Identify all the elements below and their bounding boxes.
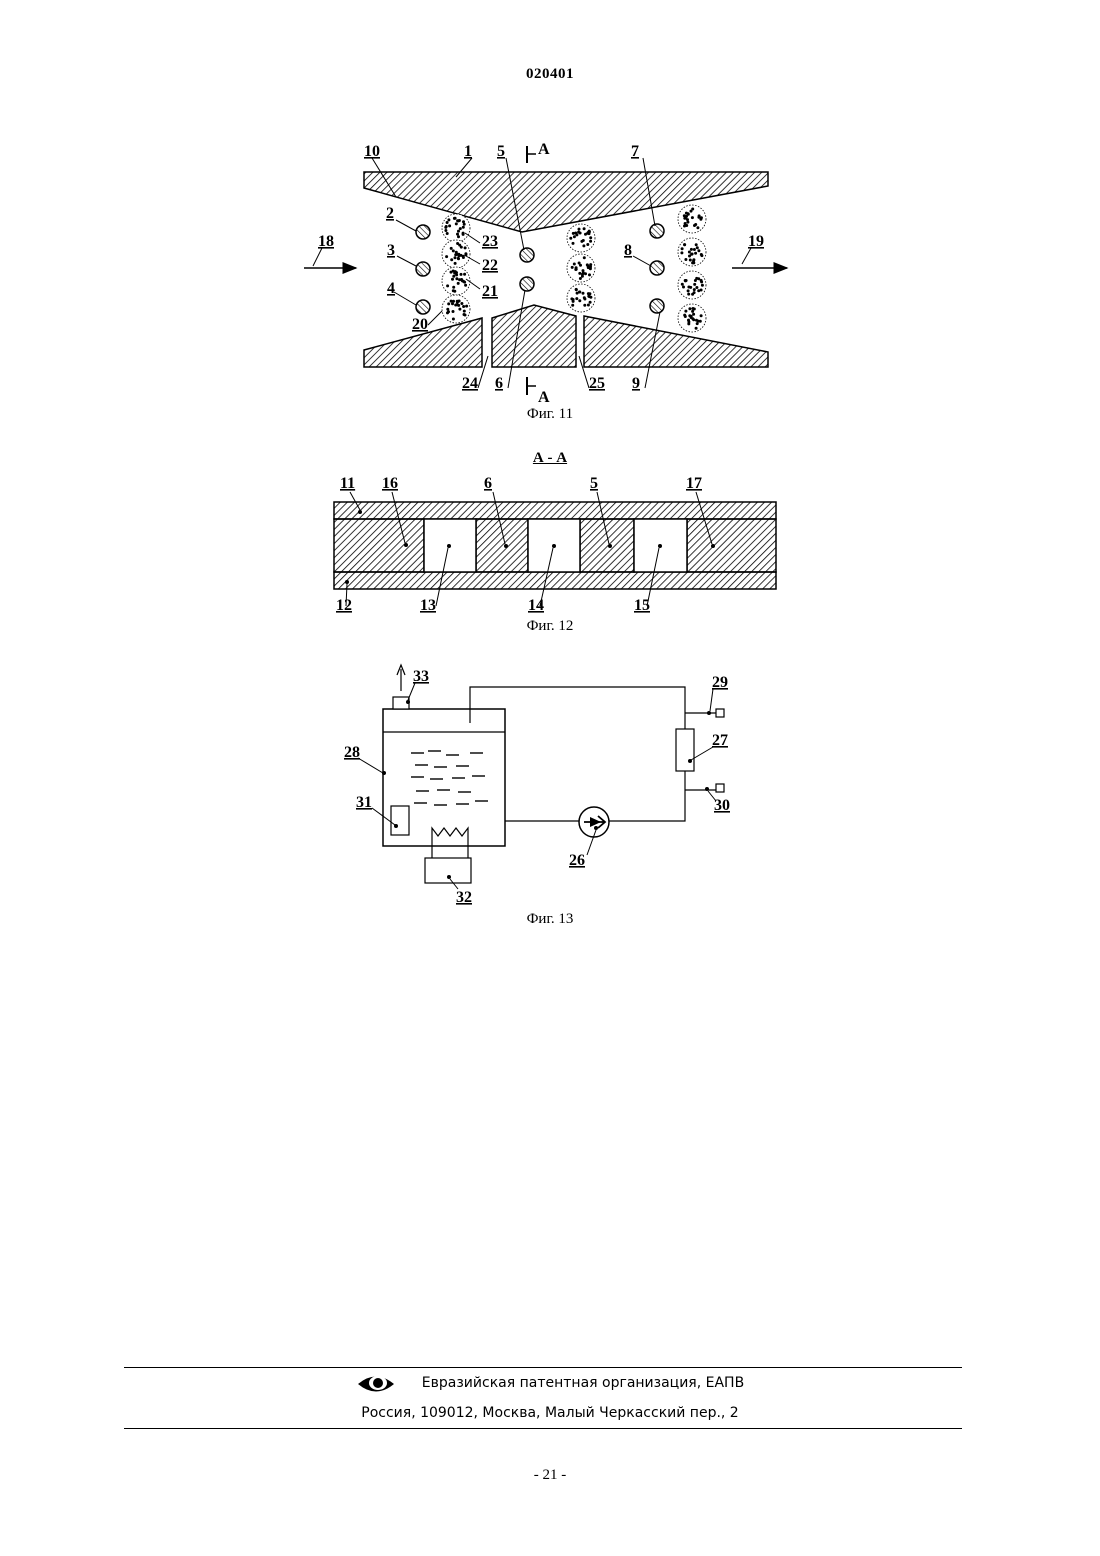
figure-12-caption: Фиг. 12: [0, 618, 1100, 635]
section-mark-top: A: [538, 141, 550, 158]
reference-numeral-10: 10: [364, 143, 380, 160]
reference-numeral-16: 16: [382, 475, 398, 492]
reference-numeral-33: 33: [413, 668, 429, 685]
reference-numeral-15: 15: [634, 597, 650, 614]
reference-numeral-24: 24: [462, 375, 478, 392]
reference-numeral-9: 9: [632, 375, 640, 392]
footer-bottom-rule: [124, 1428, 962, 1429]
figure-13-caption: Фиг. 13: [0, 911, 1100, 928]
reference-numeral-26: 26: [569, 852, 585, 869]
reference-numeral-5: 5: [590, 475, 598, 492]
reference-numeral-5: 5: [497, 143, 505, 160]
reference-numeral-6: 6: [495, 375, 503, 392]
reference-numeral-21: 21: [482, 283, 498, 300]
reference-numeral-31: 31: [356, 794, 372, 811]
reference-numeral-14: 14: [528, 597, 544, 614]
page-number: - 21 -: [0, 1467, 1100, 1484]
reference-numeral-28: 28: [344, 744, 360, 761]
footer-organization: Евразийская патентная организация, ЕАПВ: [0, 1375, 1100, 1391]
reference-numeral-23: 23: [482, 233, 498, 250]
reference-numeral-20: 20: [412, 316, 428, 333]
reference-numeral-25: 25: [589, 375, 605, 392]
lower-wedge-right: [584, 316, 768, 367]
upper-wedge: [364, 172, 768, 232]
figure-12-drawing: 11 16 6 5 17 12 13 14 15: [0, 460, 1100, 620]
reference-numeral-8: 8: [624, 242, 632, 259]
reference-numeral-29: 29: [712, 674, 728, 691]
reference-numeral-2: 2: [386, 205, 394, 222]
reference-numeral-13: 13: [420, 597, 436, 614]
reference-numeral-7: 7: [631, 143, 639, 160]
reference-numeral-22: 22: [482, 257, 498, 274]
reference-numeral-17: 17: [686, 475, 702, 492]
figure-11-caption: Фиг. 11: [0, 406, 1100, 423]
figure-11-drawing: A A 101572183420232221819: [0, 0, 1100, 420]
lower-wedge-center: [492, 305, 576, 367]
reference-numeral-27: 27: [712, 732, 728, 749]
figure-13-drawing: 33 29 28 27 31 30 26 32: [0, 655, 1100, 915]
footer-top-rule: [124, 1367, 962, 1368]
reference-numeral-4: 4: [387, 280, 395, 297]
section-mark-bottom: A: [538, 389, 550, 406]
reference-numeral-30: 30: [714, 797, 730, 814]
reference-numeral-6: 6: [484, 475, 492, 492]
reference-numeral-1: 1: [464, 143, 472, 160]
reference-numeral-18: 18: [318, 233, 334, 250]
reference-numeral-32: 32: [456, 889, 472, 906]
reference-numeral-11: 11: [340, 475, 355, 492]
reference-numeral-19: 19: [748, 233, 764, 250]
reference-numeral-12: 12: [336, 597, 352, 614]
footer-address: Россия, 109012, Москва, Малый Черкасский…: [0, 1405, 1100, 1421]
reference-numeral-3: 3: [387, 242, 395, 259]
